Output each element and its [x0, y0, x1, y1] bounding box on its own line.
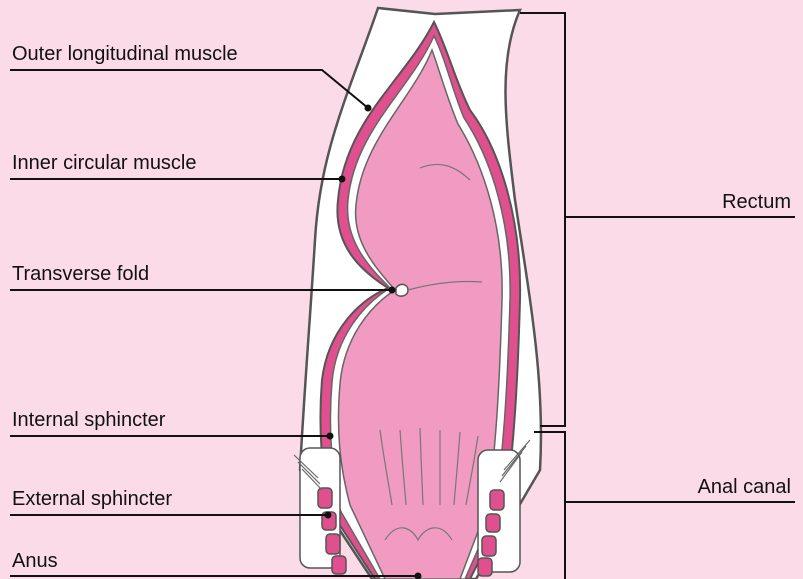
- label-anus: Anus: [12, 549, 58, 573]
- label-anal-canal: Anal canal: [698, 475, 791, 499]
- label-inner-circular-muscle: Inner circular muscle: [12, 151, 197, 175]
- label-rectum: Rectum: [722, 190, 791, 214]
- right-external-sphincter: [478, 450, 520, 576]
- label-transverse-fold: Transverse fold: [12, 262, 149, 286]
- label-external-sphincter: External sphincter: [12, 487, 172, 511]
- label-internal-sphincter: Internal sphincter: [12, 408, 165, 432]
- leader-outer-longitudinal: [10, 70, 368, 108]
- label-outer-longitudinal-muscle: Outer longitudinal muscle: [12, 42, 238, 66]
- transverse-fold-shape: [396, 284, 408, 296]
